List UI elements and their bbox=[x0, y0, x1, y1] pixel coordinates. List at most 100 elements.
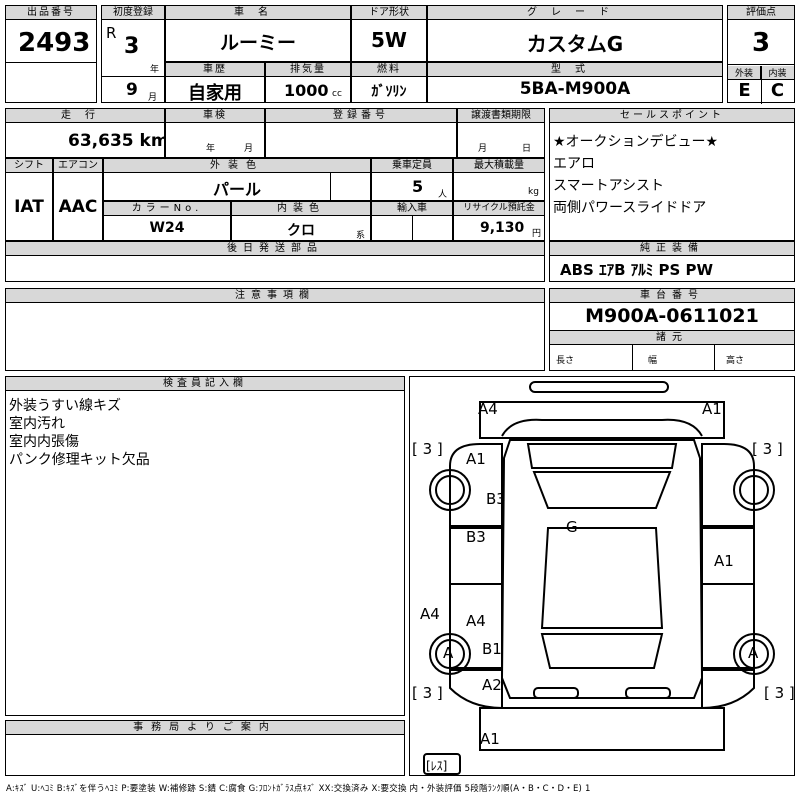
int-color-box: 内装色 クロ 系 bbox=[231, 201, 371, 241]
first-reg-box: 初度登録 R 3 年 9 月 bbox=[101, 5, 165, 103]
inspector-line-1: 外装うすい線キズ bbox=[9, 398, 121, 414]
import-box: 輸入車 bbox=[371, 201, 453, 241]
recycle-box: リサイクル預託金 9,130 円 bbox=[453, 201, 545, 241]
mark-a1-front-right: A1 bbox=[702, 400, 722, 418]
specs-width: 幅 bbox=[648, 356, 658, 366]
history-box: 車歴 自家用 bbox=[165, 62, 265, 104]
sales-point-2: エアロ bbox=[553, 156, 595, 172]
displacement-box: 排気量 1000 cc bbox=[265, 62, 351, 103]
transfer-box: 譲渡書類期限 月 日 bbox=[457, 108, 545, 158]
inspector-line-3: 室内内張傷 bbox=[9, 434, 79, 450]
ext-color-box: 外装色 パール bbox=[103, 158, 371, 201]
interior-label: 内装 bbox=[761, 66, 794, 80]
door-value: 5W bbox=[371, 28, 407, 52]
mark-a4-front-left: A4 bbox=[478, 400, 498, 418]
shift-box: シフト IAT bbox=[5, 158, 53, 241]
inspection-label: 車検 bbox=[166, 109, 264, 123]
sales-point-4: 両側パワースライドドア bbox=[553, 200, 707, 216]
first-reg-month: 9 bbox=[126, 80, 138, 100]
equipment-value: ABS ｴｱB ｱﾙﾐ PS PW bbox=[560, 261, 714, 279]
shift-label: シフト bbox=[6, 159, 52, 173]
transfer-month-unit: 月 bbox=[478, 144, 488, 154]
damage-legend: A:ｷｽﾞ U:ﾍｺﾐ B:ｷｽﾞを伴うﾍｺﾐ P:要塗装 W:補修跡 S:錆 … bbox=[6, 784, 591, 794]
lot-label: 出品番号 bbox=[6, 6, 96, 20]
first-reg-year: 3 bbox=[124, 34, 140, 59]
transfer-label: 譲渡書類期限 bbox=[458, 109, 544, 123]
model-label: 型式 bbox=[428, 63, 722, 77]
grade-value: カスタムG bbox=[526, 32, 624, 56]
mark-b3-hood: B3 bbox=[486, 490, 506, 508]
fuel-box: 燃料 ｶﾞｿﾘﾝ bbox=[351, 62, 427, 103]
mark-g-glass: G bbox=[566, 518, 578, 536]
door-box: ドア形状 5W bbox=[351, 5, 427, 62]
car-name-value: ルーミー bbox=[219, 32, 296, 54]
sales-point-3: スマートアシスト bbox=[553, 178, 665, 194]
specs-height: 高さ bbox=[726, 356, 745, 366]
first-reg-year-unit: 年 bbox=[150, 65, 160, 75]
fuel-value: ｶﾞｿﾘﾝ bbox=[371, 84, 407, 100]
capacity-label: 乗車定員 bbox=[372, 159, 452, 173]
recycle-label: リサイクル預託金 bbox=[454, 202, 544, 216]
door-label: ドア形状 bbox=[352, 6, 426, 20]
model-box: 型式 5BA-M900A bbox=[427, 62, 723, 103]
sales-points-box: セールスポイント ★オークションデビュー★ エアロ スマートアシスト 両側パワー… bbox=[549, 108, 795, 241]
recycle-value: 9,130 bbox=[480, 220, 525, 236]
history-value: 自家用 bbox=[188, 83, 242, 104]
mark-a1-fender: A1 bbox=[466, 450, 486, 468]
notes-box: 注意事項欄 bbox=[5, 288, 545, 371]
score-box: 評価点 3 外装 内装 E C bbox=[727, 5, 795, 104]
inspector-line-4: パンク修理キット欠品 bbox=[9, 452, 150, 468]
interior-value: C bbox=[770, 80, 785, 101]
aircon-label: エアコン bbox=[54, 159, 102, 173]
mark-spare-tire: [ﾚｽ] bbox=[426, 759, 448, 773]
score-value: 3 bbox=[751, 28, 771, 58]
exterior-value: E bbox=[738, 80, 751, 101]
mark-a2-quarter: A2 bbox=[482, 676, 502, 694]
recycle-unit: 円 bbox=[532, 229, 542, 239]
mark-tire-rear-left: [ 3 ] bbox=[412, 684, 443, 702]
mark-tire-front-left: [ 3 ] bbox=[412, 440, 443, 458]
mark-a-wheel-left: A bbox=[443, 644, 454, 662]
aircon-box: エアコン AAC bbox=[53, 158, 103, 241]
inspection-year-unit: 年 bbox=[206, 144, 216, 154]
int-color-value: クロ bbox=[287, 223, 315, 239]
int-color-unit: 系 bbox=[356, 231, 366, 241]
inspector-box: 検査員記入欄 外装うすい線キズ 室内汚れ 室内内張傷 パンク修理キット欠品 bbox=[5, 376, 405, 716]
color-no-label: カラーNo. bbox=[104, 202, 230, 216]
car-name-box: 車名 ルーミー bbox=[165, 5, 351, 62]
mark-a-wheel-right: A bbox=[748, 644, 759, 662]
capacity-value: 5 bbox=[412, 177, 424, 196]
equipment-box: 純正装備 ABS ｴｱB ｱﾙﾐ PS PW bbox=[549, 241, 795, 282]
car-name-label: 車名 bbox=[166, 6, 350, 20]
registration-label: 登録番号 bbox=[266, 109, 456, 123]
max-load-label: 最大積載量 bbox=[454, 159, 544, 173]
damage-diagram-box bbox=[409, 376, 795, 776]
mark-tire-rear-right: [ 3 ] bbox=[764, 684, 795, 702]
max-load-unit: kg bbox=[528, 187, 539, 197]
color-no-value: W24 bbox=[149, 220, 185, 236]
chassis-box: 車台番号 M900A-0611021 諸元 長さ 幅 高さ bbox=[549, 288, 795, 371]
mark-b1-quarter: B1 bbox=[482, 640, 502, 658]
capacity-unit: 人 bbox=[438, 190, 448, 200]
chassis-value: M900A-0611021 bbox=[585, 305, 759, 327]
later-parts-box: 後日発送部品 bbox=[5, 241, 545, 282]
transfer-day-unit: 日 bbox=[522, 144, 532, 154]
mark-a1-door-right: A1 bbox=[714, 552, 734, 570]
grade-label: グレード bbox=[428, 6, 722, 20]
notes-label: 注意事項欄 bbox=[6, 289, 544, 303]
inspector-label: 検査員記入欄 bbox=[6, 377, 404, 391]
car-diagram bbox=[423, 381, 775, 775]
int-color-label: 内装色 bbox=[232, 202, 370, 216]
mileage-box: 走行 63,635 km bbox=[5, 108, 169, 158]
inspector-line-2: 室内汚れ bbox=[9, 416, 65, 432]
exterior-label: 外装 bbox=[728, 66, 761, 80]
lot-box: 出品番号 2493 bbox=[5, 5, 97, 103]
color-no-box: カラーNo. W24 bbox=[103, 201, 231, 241]
sales-points-label: セールスポイント bbox=[550, 109, 794, 123]
first-reg-month-unit: 月 bbox=[148, 93, 158, 103]
displacement-unit: cc bbox=[332, 89, 342, 99]
equipment-label: 純正装備 bbox=[550, 242, 794, 256]
mark-a4-side-left: A4 bbox=[420, 605, 440, 623]
inspection-box: 車検 年 月 bbox=[165, 108, 265, 158]
specs-length: 長さ bbox=[556, 356, 575, 366]
